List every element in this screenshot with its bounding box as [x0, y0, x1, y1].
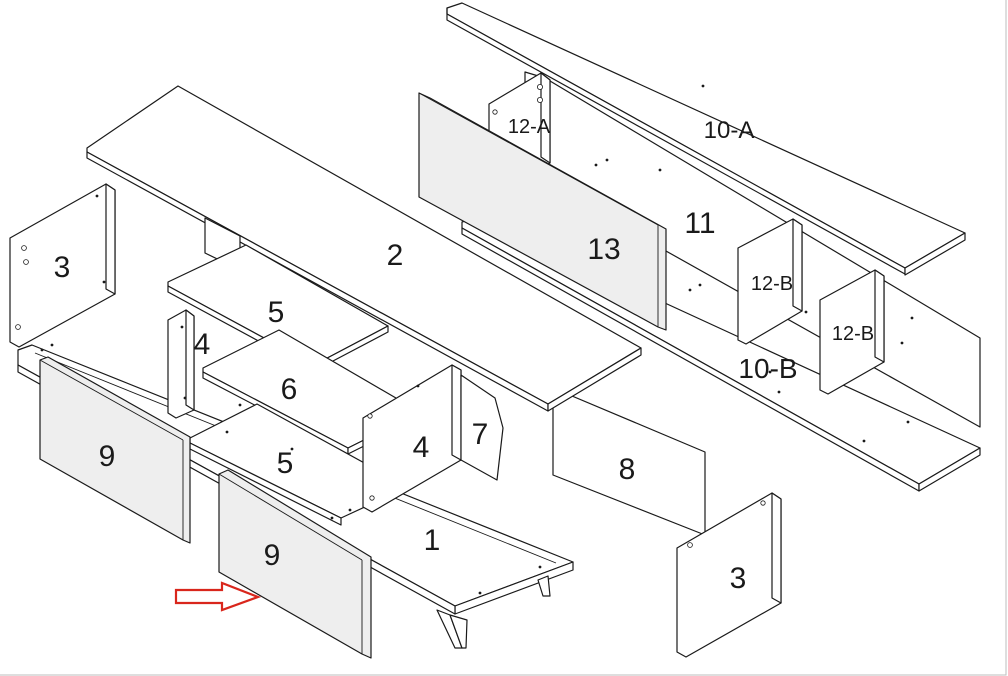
part-9-front-door	[218, 469, 372, 659]
part-7-small-back	[460, 374, 504, 481]
part-10a-board	[446, 2, 966, 276]
label-12b-left: 12-B	[751, 273, 793, 295]
label-5-upper: 5	[268, 296, 285, 329]
part-4-right-partition	[362, 364, 462, 513]
part-2-top-board	[86, 85, 642, 412]
label-10a: 10-A	[704, 117, 755, 144]
label-8: 8	[619, 453, 636, 486]
part-12b-right-side	[819, 269, 885, 395]
label-9-front: 9	[264, 539, 281, 572]
part-3-left-side	[9, 183, 116, 348]
label-5-lower: 5	[277, 447, 294, 480]
part-3-right-side	[676, 492, 782, 658]
right-unit-holes	[594, 84, 914, 443]
label-12a: 12-A	[508, 116, 551, 138]
part-9-left-door	[39, 356, 191, 544]
part-12b-left-side	[737, 218, 803, 345]
label-4-right: 4	[413, 431, 430, 464]
label-4-left: 4	[194, 328, 211, 361]
part-4-left-partition	[167, 309, 195, 419]
label-9-left: 9	[99, 440, 116, 473]
red-outline-arrow-right-icon	[174, 581, 262, 612]
label-6: 6	[281, 373, 298, 406]
label-3-left: 3	[54, 251, 71, 284]
label-13: 13	[587, 233, 620, 266]
label-7: 7	[472, 418, 489, 451]
part-13-door	[418, 92, 667, 331]
label-2: 2	[387, 239, 404, 272]
label-10b: 10-B	[738, 353, 797, 384]
left-unit-holes	[40, 343, 542, 595]
label-11: 11	[684, 207, 715, 240]
label-3-right: 3	[730, 562, 747, 595]
label-12b-right: 12-B	[832, 323, 874, 345]
label-1: 1	[424, 524, 441, 557]
